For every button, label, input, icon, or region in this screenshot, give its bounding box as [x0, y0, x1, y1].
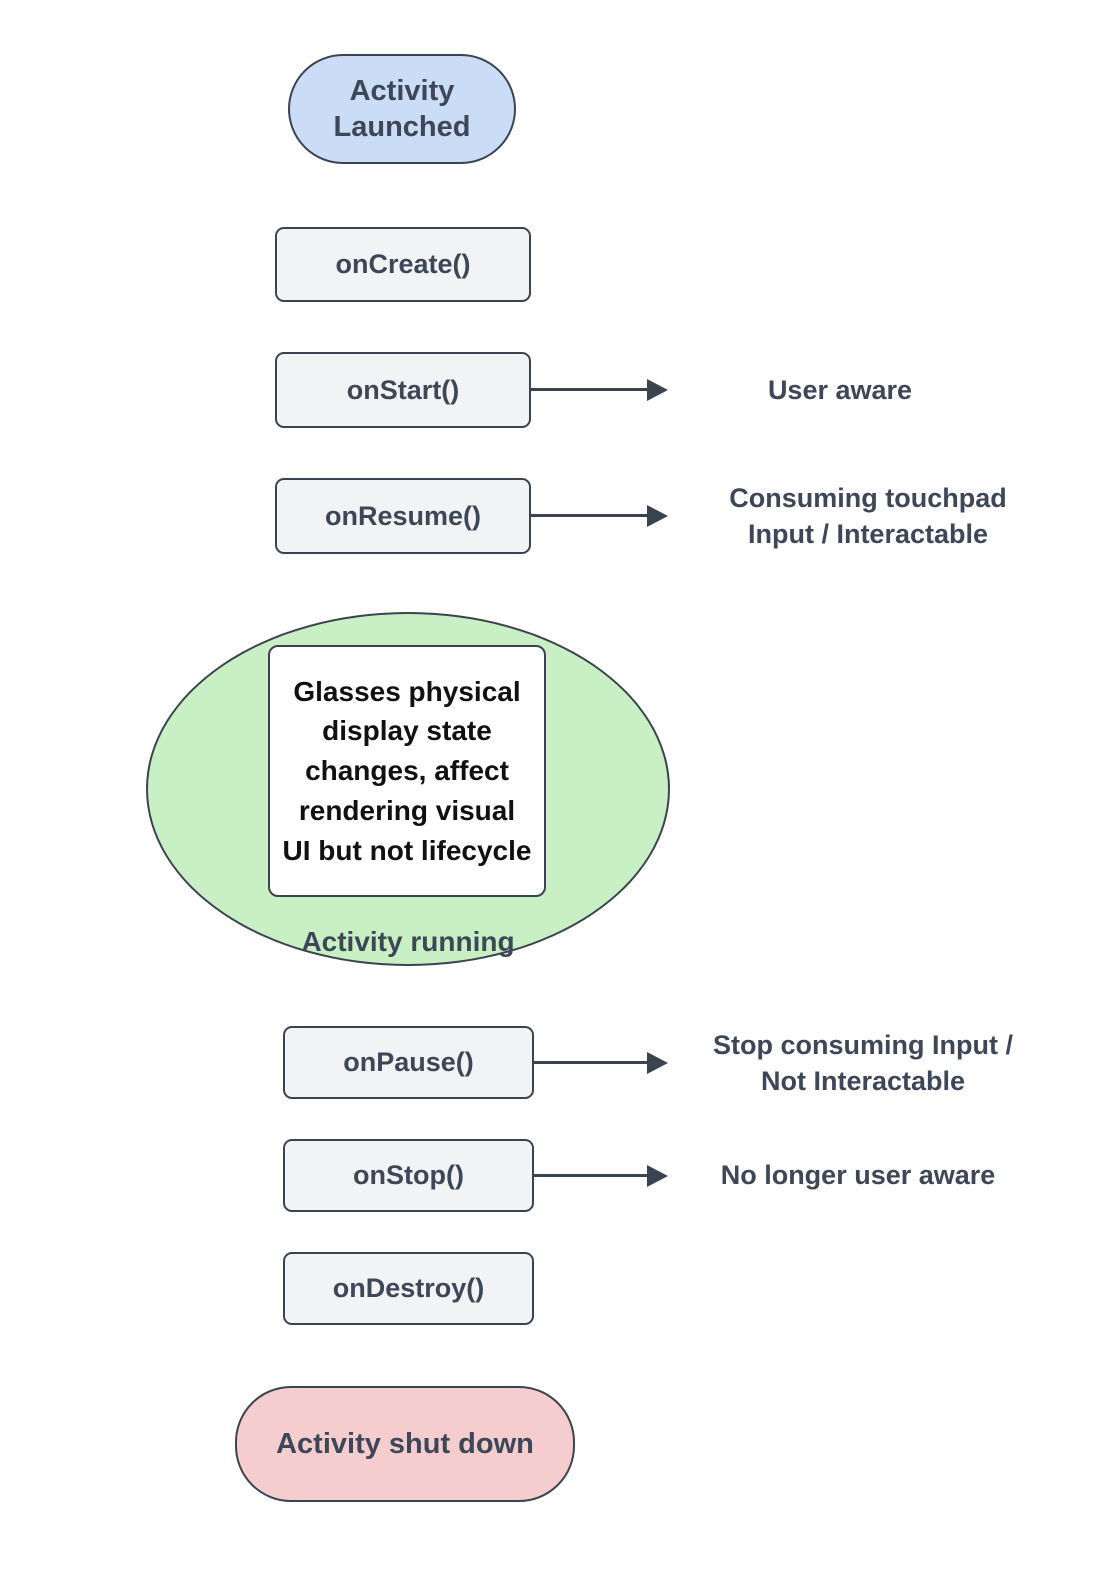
arrow-line-on-pause	[534, 1061, 648, 1064]
annotation-stop-consuming: Stop consuming Input / Not Interactable	[713, 1029, 1013, 1096]
arrow-head-icon	[647, 505, 668, 527]
node-on-create: onCreate()	[275, 227, 531, 302]
arrow-head-icon	[647, 1165, 668, 1187]
annotation-no-longer-user-aware: No longer user aware	[720, 1160, 996, 1191]
arrow-line-on-stop	[534, 1174, 648, 1177]
node-activity-launched: Activity Launched	[288, 54, 516, 164]
note-glasses-display-state: Glasses physical display state changes, …	[268, 645, 546, 897]
node-on-pause: onPause()	[283, 1026, 534, 1099]
annotation-user-aware: User aware	[767, 374, 913, 405]
arrow-line-on-resume	[531, 514, 648, 517]
node-activity-shut-down: Activity shut down	[235, 1386, 575, 1502]
arrow-head-icon	[647, 379, 668, 401]
node-on-destroy: onDestroy()	[283, 1252, 534, 1325]
node-on-stop: onStop()	[283, 1139, 534, 1212]
node-on-start: onStart()	[275, 352, 531, 428]
arrow-head-icon	[647, 1052, 668, 1074]
node-activity-running-label: Activity running	[301, 926, 515, 957]
node-on-resume: onResume()	[275, 478, 531, 554]
annotation-consuming-touchpad: Consuming touchpad Input / Interactable	[729, 482, 1007, 549]
arrow-line-on-start	[531, 388, 648, 391]
